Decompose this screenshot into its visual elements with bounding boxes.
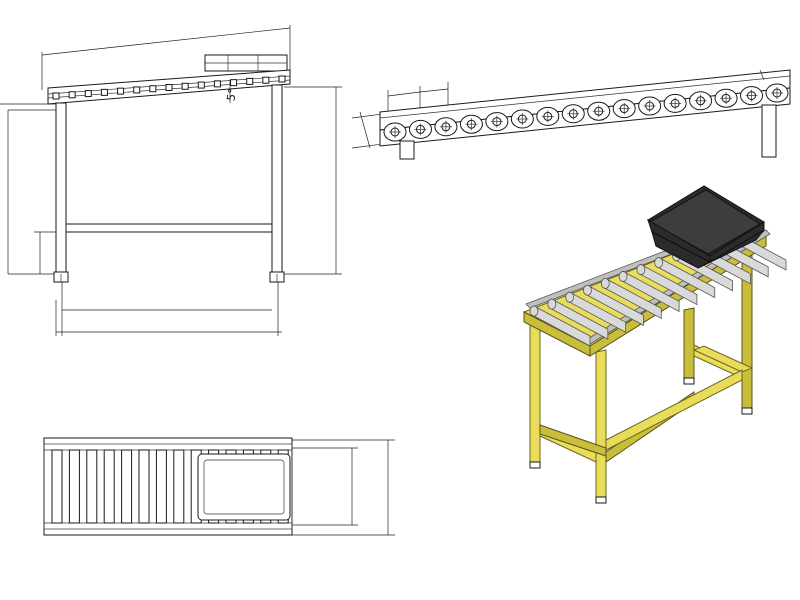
roller-iso-end [654, 257, 664, 269]
width-dimensions-front [55, 282, 282, 336]
top-view [43, 437, 395, 536]
roller-iso-end [600, 277, 610, 289]
rail-side [379, 69, 791, 147]
roller-hole [230, 79, 238, 87]
crate-front [204, 54, 288, 72]
roller-hole [52, 92, 60, 100]
roller-hole [213, 80, 221, 88]
roller-top [68, 449, 80, 524]
roller-top [51, 449, 63, 524]
tilt-angle-label: 5° [224, 87, 239, 102]
roller-top [155, 449, 167, 524]
roller-hole [133, 86, 141, 94]
roller-top [173, 449, 185, 524]
support-post-right [761, 104, 777, 158]
roller-hole [68, 91, 76, 99]
roller-hole [197, 81, 205, 89]
support-post-left [399, 140, 415, 160]
front-view: 5° [0, 25, 342, 336]
roller-hole [100, 88, 108, 96]
side-detail-view [351, 69, 791, 160]
roller-hole [262, 76, 270, 84]
roller-hole [117, 87, 125, 95]
isometric-view [522, 185, 787, 504]
roller-hole [181, 82, 189, 90]
roller-iso-end [547, 298, 557, 310]
height-dimensions-front [0, 86, 342, 275]
roller-hole [84, 90, 92, 98]
roller-hole [246, 77, 254, 85]
roller-holes-front [52, 75, 286, 100]
roller-iso-end [618, 271, 628, 282]
roller-iso-end [529, 305, 539, 317]
roller-top [103, 449, 115, 524]
roller-iso-end [583, 284, 592, 296]
crate-top [197, 453, 291, 521]
roller-hole [165, 84, 173, 91]
rollers-side [383, 83, 789, 142]
table-legs-front [53, 84, 285, 283]
roller-top [138, 449, 150, 524]
roller-top [86, 449, 98, 524]
roller-hole [278, 75, 286, 83]
crate-iso [647, 185, 765, 269]
roller-iso-end [565, 291, 575, 303]
roller-hole [149, 85, 157, 93]
roller-top [121, 449, 133, 524]
roller-iso-end [636, 264, 646, 275]
